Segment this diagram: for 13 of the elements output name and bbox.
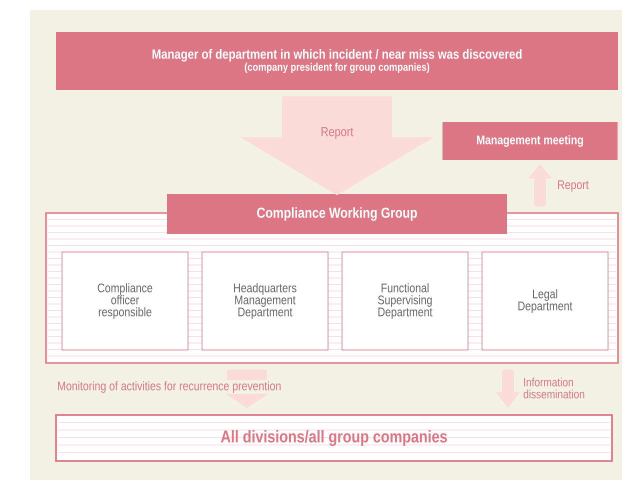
banner-box: Manager of department in which incident / near miss was discovered (company president for group companies): [56, 32, 618, 90]
edge-label: Report: [320, 126, 354, 140]
edge-label: Monitoring of activities for recurrence prevention: [56, 380, 282, 394]
department-box: Legal Department: [482, 252, 608, 350]
department-box: Headquarters Management Department: [202, 252, 328, 350]
block-arrow: [240, 96, 434, 196]
edge-label: Report: [556, 179, 590, 193]
banner-box: Management meeting: [442, 122, 618, 160]
striped-box: All divisions/all group companies: [55, 414, 613, 462]
department-box: Compliance officer responsible: [62, 252, 188, 350]
edge-label: Information dissemination: [522, 376, 594, 400]
department-box: Functional Supervising Department: [342, 252, 468, 350]
heading-tab: Compliance Working Group: [167, 194, 507, 234]
